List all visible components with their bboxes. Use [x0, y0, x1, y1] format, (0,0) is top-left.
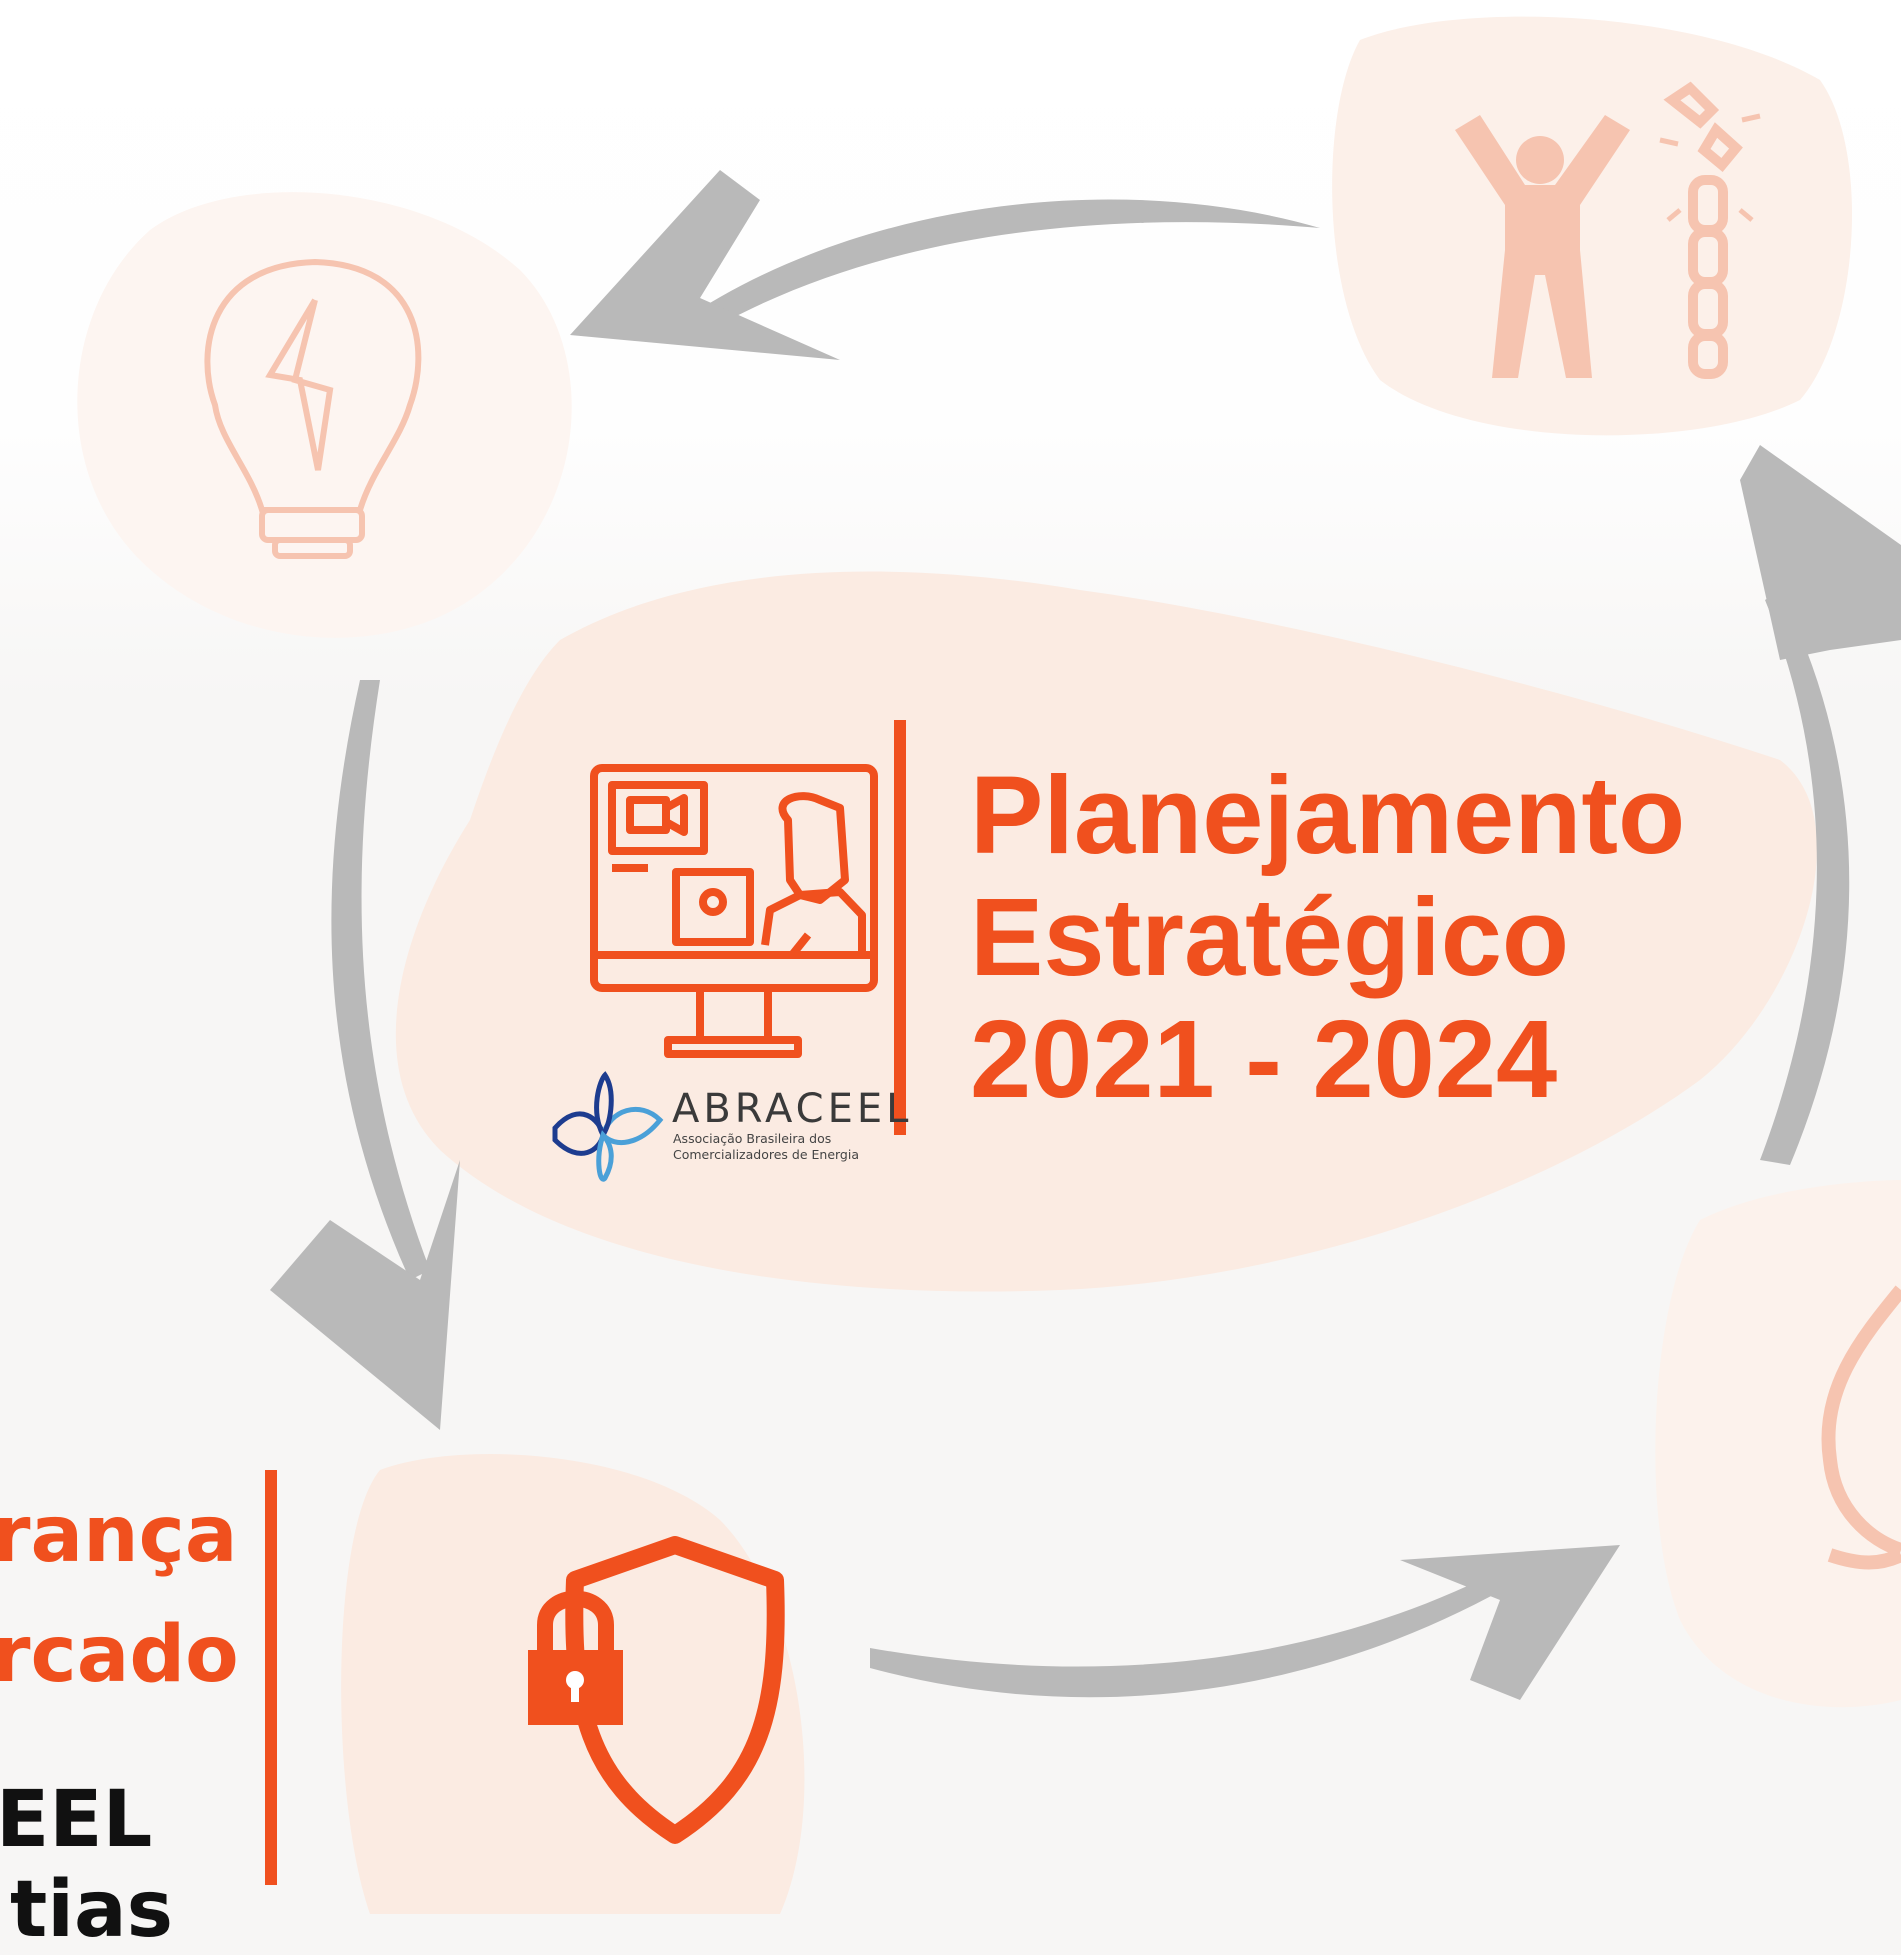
left-divider	[265, 1470, 277, 1885]
title: Planejamento Estratégico 2021 - 2024	[970, 755, 1685, 1121]
person-blob	[1332, 16, 1853, 436]
left-text-line-1: rança	[0, 1490, 238, 1580]
abraceel-logo-icon	[552, 1071, 664, 1182]
broken-chain-icon	[1663, 81, 1743, 379]
logo-name: ABRACEEL	[672, 1086, 913, 1132]
title-line-2: Estratégico	[970, 876, 1570, 999]
arrow-bottom	[870, 1545, 1620, 1700]
left-text-line-4: tias	[10, 1865, 174, 1955]
flame-icon	[1821, 1285, 1901, 1570]
title-divider	[894, 720, 906, 1135]
chain-break-lines	[1659, 113, 1761, 222]
shield-lock-icon	[528, 1536, 785, 1844]
left-text-line-2: rcado	[0, 1610, 239, 1700]
arrow-top	[570, 170, 1320, 360]
arrow-left	[270, 680, 460, 1430]
center-blob	[395, 571, 1818, 1292]
left-text-line-3: EEL	[0, 1775, 153, 1865]
arrow-right	[1740, 445, 1901, 1165]
flame-blob	[1655, 1180, 1901, 1708]
person-arms-up-icon	[1455, 115, 1630, 378]
title-line-1: Planejamento	[970, 754, 1686, 877]
lightbulb-icon	[204, 258, 422, 559]
logo-subtitle-line-2: Comercializadores de Energia	[673, 1147, 859, 1162]
logo-subtitle-line-1: Associação Brasileira dos	[673, 1131, 832, 1146]
computer-video-call-icon	[590, 764, 878, 1058]
diagram-canvas	[204, 16, 1901, 1914]
title-line-3: 2021 - 2024	[970, 998, 1558, 1121]
